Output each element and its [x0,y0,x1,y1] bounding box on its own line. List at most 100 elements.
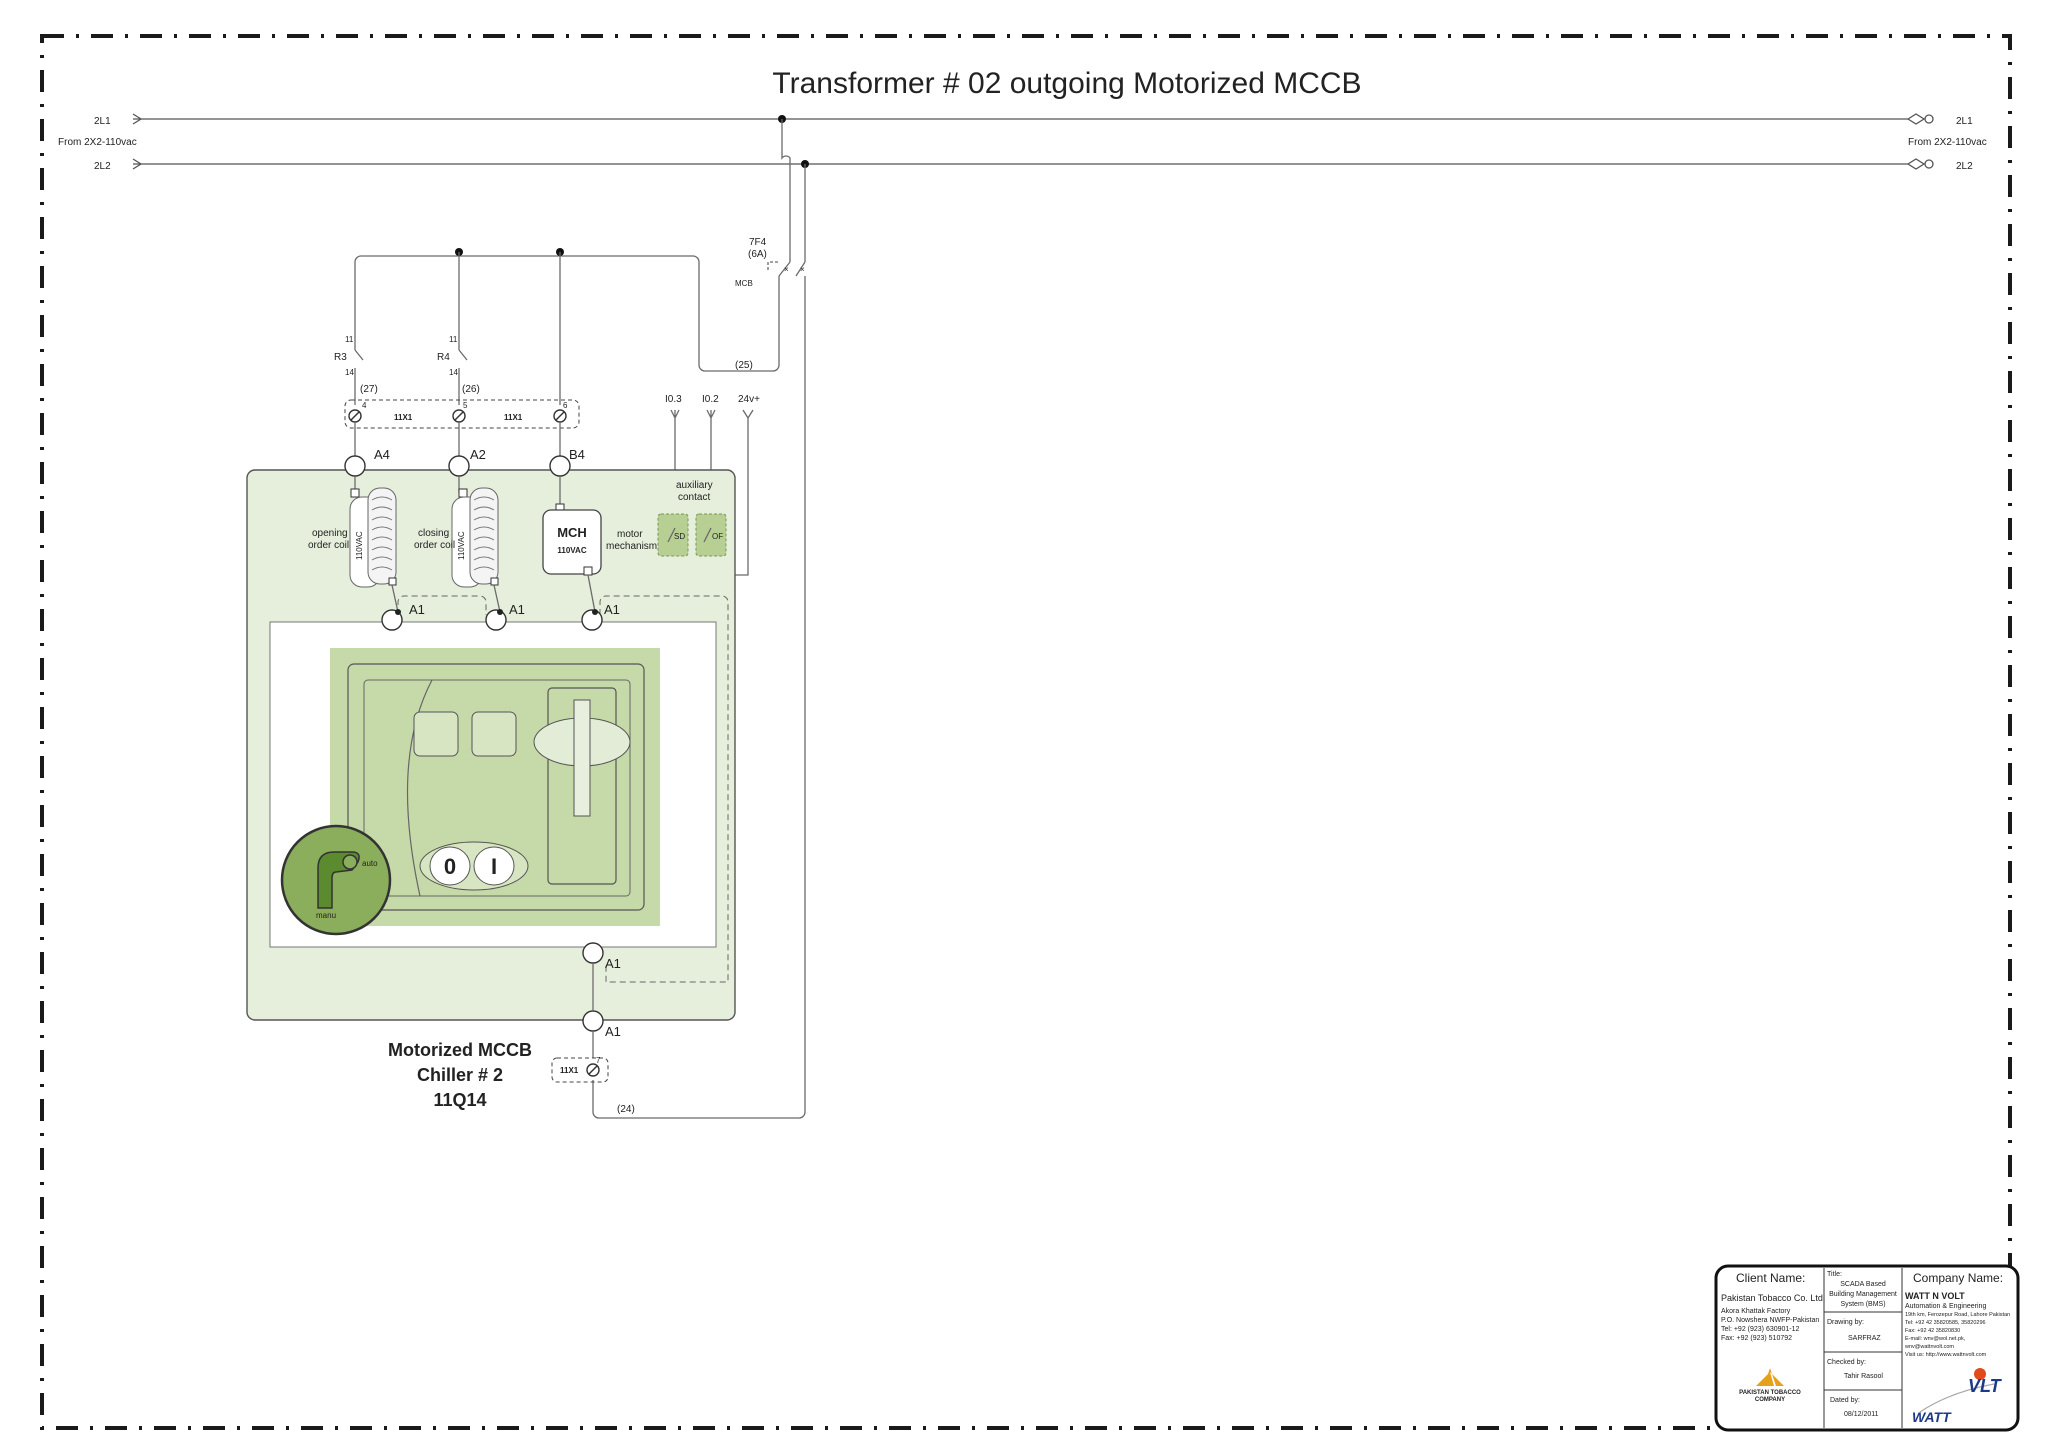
client-address-2: P.O. Nowshera NWFP-Pakistan [1721,1317,1819,1324]
checked-by-header: Checked by: [1827,1359,1866,1366]
opening-order-coil: 110VAC opening order coil [308,487,399,613]
company-logo-text-a: WATT [1912,1409,1952,1425]
r4-pin-top: 11 [449,335,458,344]
supply-source-right: From 2X2-110vac [1908,137,1987,148]
svg-text:×: × [784,265,789,274]
terminal-pin-4: 4 [362,401,367,410]
r4-pin-bottom: 14 [449,368,458,377]
mch-label-2: mechanism [606,541,657,552]
mode-selector-dial: auto manu [280,824,392,936]
supply-bus: 2L1 From 2X2-110vac 2L2 2L1 From 2X2-110… [58,113,1987,172]
client-address-4: Fax: +92 (923) 510792 [1721,1335,1792,1342]
mcb-tag: 7F4 [749,237,767,248]
terminal-a1-2: A1 [509,602,525,617]
supply-line1-left: 2L1 [94,116,111,127]
wire-24-label: (24) [617,1104,635,1115]
breaker-on-button: I [491,854,497,879]
terminal-a2: A2 [470,447,486,462]
company-address-3: Fax: +92 42 35820830 [1905,1328,1960,1334]
terminal-pin-7: 7 [596,1056,601,1065]
company-name: WATT N VOLT [1905,1291,1965,1301]
closing-coil-label-2: order coil [414,540,455,551]
mch-label-1: motor [617,529,643,540]
r3-wire-label: (27) [360,384,378,395]
dated: 08/12/2011 [1844,1411,1879,1418]
r4-wire-label: (26) [462,384,480,395]
r3-pin-top: 11 [345,335,354,344]
company-address-4: E-mail: wnv@wol.net.pk, [1905,1336,1966,1342]
plc-io-i02: I0.2 [702,394,719,405]
terminal-pin-5: 5 [463,401,468,410]
terminal-a1-1: A1 [409,602,425,617]
terminal-strip-label-a: 11X1 [394,413,413,422]
terminal-a1-bottom-1: A1 [605,956,621,971]
supply-line2-right: 2L2 [1956,161,1973,172]
mccb-name-line3: 11Q14 [433,1090,486,1110]
terminal-a4: A4 [374,447,390,462]
diagram-title: Transformer # 02 outgoing Motorized MCCB [772,67,1361,100]
mcb-feed: × × 7F4 (6A) MCB (25) (24) [354,115,809,1119]
client-name: Pakistan Tobacco Co. Ltd. [1721,1293,1825,1303]
terminal-a1-3: A1 [604,602,620,617]
client-address-3: Tel: +92 (923) 630901-12 [1721,1326,1800,1333]
sheet-border [40,34,2012,1430]
plc-io-24v: 24v+ [738,394,760,405]
title-block: Client Name: Pakistan Tobacco Co. Ltd. A… [1714,1264,2020,1432]
aux-label-1: auxiliary [676,480,713,491]
terminal-a1-bottom-2: A1 [605,1024,621,1039]
opening-coil-voltage: 110VAC [355,531,364,560]
r4-tag: R4 [437,352,450,363]
terminal-b4: B4 [569,447,585,462]
closing-coil-label-1: closing [418,528,449,539]
opening-coil-label-1: opening [312,528,348,539]
mch-voltage: 110VAC [557,546,586,555]
terminal-pin-6: 6 [563,401,568,410]
mode-auto-label: auto [362,859,378,868]
terminal-strip-11x1: 4 5 6 11X1 11X1 [344,399,580,458]
auxiliary-contacts: auxiliary contact SD OF [657,480,727,557]
supply-source-left: From 2X2-110vac [58,137,137,148]
mccb-name: Motorized MCCB Chiller # 2 11Q14 [388,1040,532,1110]
title-line-2: Building Management [1829,1291,1897,1298]
mch-tag: MCH [557,525,587,540]
mccb-a1-terminals: A1 A1 A1 [381,602,620,631]
client-address-1: Akora Khattak Factory [1721,1308,1791,1315]
relay-contacts: 11 14 R3 (27) 11 14 R4 (26) [334,248,564,405]
company-address-1: 19th km, Ferozepur Road, Lahore Pakistan [1905,1312,2010,1318]
plc-io-i03: I0.3 [665,394,682,405]
drawing-by: SARFRAZ [1848,1335,1881,1342]
aux-label-2: contact [678,492,710,503]
title-line-3: System (BMS) [1840,1301,1885,1308]
checked-by: Tahir Rasool [1844,1373,1883,1380]
dated-header: Dated by: [1830,1397,1860,1404]
aux-of: OF [712,532,723,541]
closing-coil-voltage: 110VAC [457,531,466,560]
company-sub: Automation & Engineering [1905,1303,1986,1310]
mccb-top-terminals: A4 A2 B4 [344,447,585,506]
mcb-type: MCB [735,279,753,288]
mcb-rating: (6A) [748,249,767,260]
company-address-5: wnv@wattnvolt.com [1904,1344,1954,1350]
company-logo: WATT VLT [1912,1368,2003,1425]
r3-tag: R3 [334,352,347,363]
mccb-bottom-terminals: A1 A1 11X1 7 [551,942,621,1083]
wire-25-label: (25) [735,360,753,371]
motor-mechanism: MCH 110VAC motor mechanism [542,503,657,613]
supply-line2-left: 2L2 [94,161,111,172]
terminal-strip-bottom-label: 11X1 [560,1066,579,1075]
aux-sd: SD [674,532,685,541]
r3-pin-bottom: 14 [345,368,354,377]
breaker-off-button: 0 [444,854,456,879]
drawing-by-header: Drawing by: [1827,1319,1864,1326]
title-line-1: SCADA Based [1840,1281,1886,1288]
company-address-2: Tel: +92 42 35820585, 35820296 [1905,1320,1986,1326]
client-header: Client Name: [1736,1271,1805,1285]
closing-order-coil: 110VAC closing order coil [414,487,501,613]
client-logo-line1: Pakistan Tobacco [1739,1390,1801,1396]
client-logo: Pakistan Tobacco Company [1739,1368,1801,1403]
company-header: Company Name: [1913,1271,2003,1285]
terminal-strip-label-b: 11X1 [504,413,523,422]
client-logo-line2: Company [1755,1397,1785,1403]
title-header: Title: [1827,1271,1842,1278]
